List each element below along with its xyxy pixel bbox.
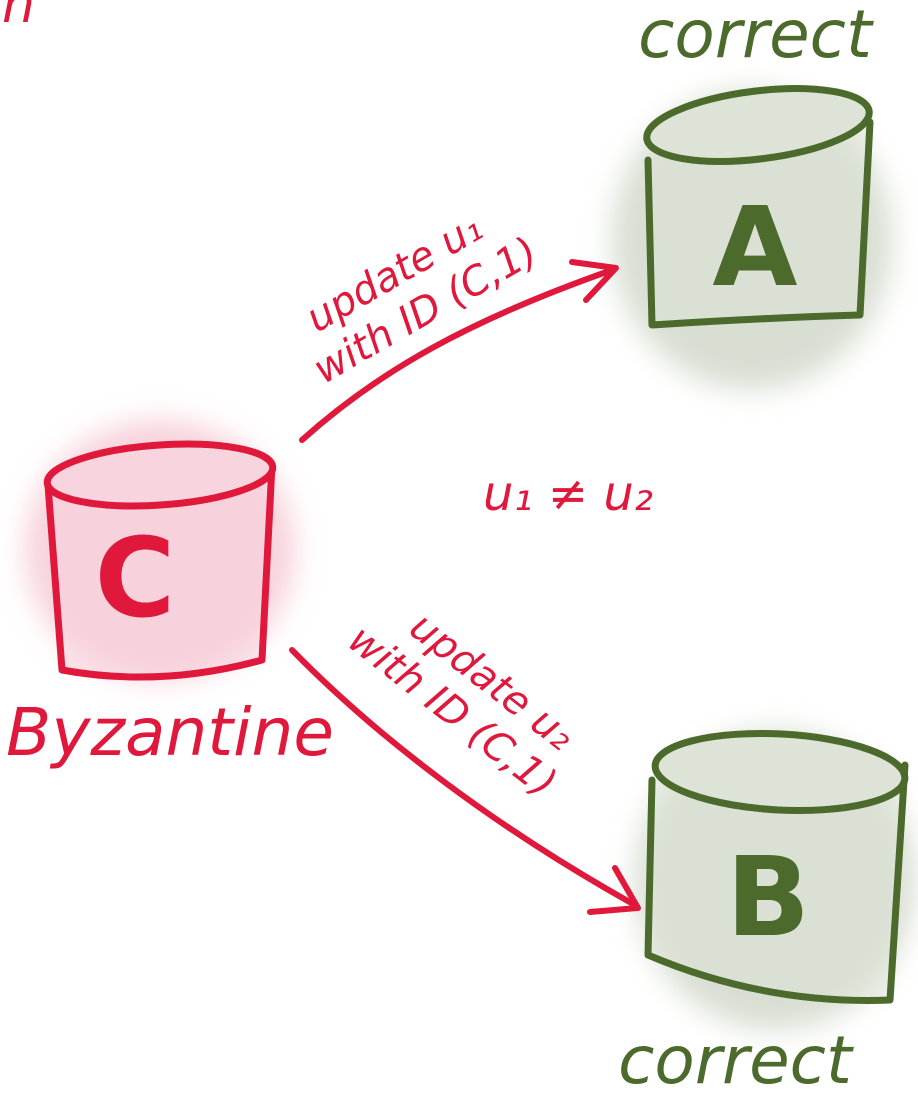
database-c-body	[44, 461, 276, 681]
database-b-label: correct	[618, 1022, 854, 1094]
arrow-c-to-a-shaft	[299, 267, 615, 443]
database-a-label: correct	[638, 0, 874, 73]
arrow-c-to-b	[289, 647, 641, 915]
database-a-letter: A	[712, 183, 797, 311]
arrow-c-to-b-head	[587, 865, 641, 915]
database-b: B	[635, 729, 915, 1030]
arrow-c-to-b-shaft	[289, 647, 638, 908]
database-c: C	[25, 420, 295, 681]
database-c-label: Byzantine	[6, 694, 334, 771]
database-c-letter: C	[95, 514, 176, 642]
database-a-top	[643, 85, 873, 165]
database-b-body	[644, 761, 909, 1004]
database-b-top	[651, 729, 909, 815]
database-a: A	[612, 85, 892, 390]
arrow-c-to-a	[299, 259, 619, 443]
edge-label-to-a: update u₁ with ID (C,1)	[299, 204, 546, 393]
inequality-label: u₁ ≠ u₂	[483, 466, 653, 522]
arrow-c-to-a-head	[569, 259, 619, 303]
database-a-body	[644, 118, 874, 329]
edge-label-to-b: update u₂ with ID (C,1)	[339, 604, 583, 807]
database-b-letter: B	[726, 833, 810, 961]
corner-mark: n	[2, 0, 35, 35]
database-c-top	[43, 440, 277, 510]
